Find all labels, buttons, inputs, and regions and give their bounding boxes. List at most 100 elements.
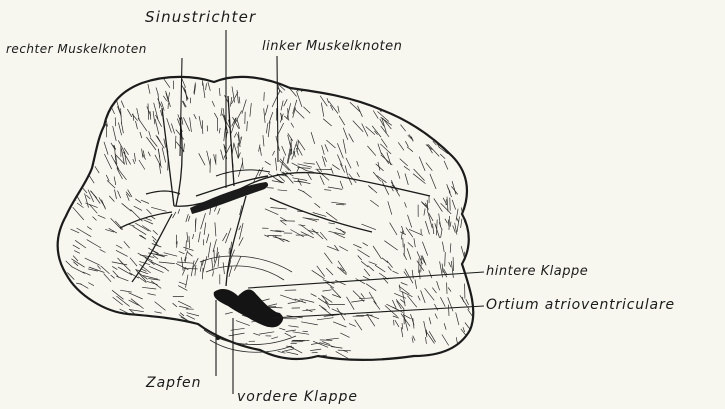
fibre-stroke	[428, 212, 432, 228]
fibre-stroke	[320, 176, 324, 185]
fibre-stroke	[207, 151, 211, 166]
fibre-stroke	[190, 118, 192, 132]
fibre-stroke	[441, 229, 443, 238]
label-linker-muskelknoten: linker Muskelknoten	[262, 40, 402, 53]
fibre-stroke	[427, 125, 436, 133]
fibre-stroke	[282, 349, 294, 352]
fibre-stroke	[377, 175, 387, 182]
fibre-stroke	[442, 242, 444, 252]
fibre-stroke	[186, 240, 187, 251]
fibre-stroke	[71, 259, 84, 267]
fibre-stroke	[91, 191, 100, 203]
fibre-stroke	[202, 120, 203, 134]
fibre-stroke	[378, 144, 382, 155]
fibre-stroke	[463, 327, 465, 332]
fibre-stroke	[204, 223, 206, 235]
fibre-stroke	[398, 142, 404, 150]
fibre-stroke	[155, 155, 162, 168]
fibre-stroke	[238, 162, 242, 177]
fibre-stroke	[351, 300, 365, 302]
fibre-stroke	[372, 126, 381, 137]
fibre-stroke	[362, 124, 368, 137]
fibre-stroke	[150, 111, 151, 119]
fibre-stroke	[294, 108, 304, 118]
fibre-stroke	[418, 296, 420, 301]
fibre-stroke	[79, 147, 89, 160]
muscle-fibre-hatching	[66, 77, 476, 375]
fibre-stroke	[312, 270, 325, 279]
fibre-stroke	[104, 274, 111, 282]
fibre-stroke	[349, 324, 356, 327]
fibre-stroke	[271, 337, 278, 339]
fibre-stroke	[225, 228, 231, 243]
fibre-stroke	[321, 103, 324, 117]
fibre-stroke	[437, 281, 440, 290]
fibre-stroke	[320, 96, 327, 107]
fibre-stroke	[259, 167, 263, 176]
fibre-stroke	[332, 165, 339, 170]
fibre-stroke	[140, 255, 154, 257]
fibre-stroke	[284, 99, 288, 106]
fibre-stroke	[87, 227, 92, 230]
fibre-stroke	[271, 208, 287, 210]
fibre-stroke	[363, 243, 368, 246]
fibre-stroke	[391, 182, 398, 191]
fibre-stroke	[115, 117, 116, 126]
fibre-stroke	[291, 123, 294, 128]
fibre-stroke	[239, 97, 240, 104]
fibre-stroke	[187, 313, 199, 316]
fibre-stroke	[405, 202, 407, 207]
fibre-stroke	[407, 147, 413, 152]
fibre-stroke	[176, 130, 184, 140]
fibre-stroke	[219, 88, 220, 96]
fibre-stroke	[186, 214, 189, 222]
fibre-stroke	[268, 304, 277, 306]
fibre-stroke	[88, 283, 94, 286]
fibre-stroke	[388, 266, 392, 270]
fibre-stroke	[434, 199, 443, 212]
fibre-stroke	[361, 293, 364, 297]
fibre-stroke	[331, 347, 343, 349]
fibre-stroke	[135, 317, 140, 320]
fibre-stroke	[370, 200, 379, 206]
fibre-stroke	[285, 333, 292, 337]
fibre-stroke	[322, 145, 325, 155]
fibre-stroke	[328, 187, 342, 189]
fibre-stroke	[158, 94, 160, 109]
fibre-stroke	[293, 100, 297, 114]
fibre-stroke	[86, 195, 90, 199]
fibre-stroke	[407, 248, 411, 259]
fibre-stroke	[402, 323, 403, 329]
fibre-stroke	[130, 258, 137, 266]
fibre-stroke	[401, 283, 408, 286]
fibre-stroke	[89, 145, 92, 153]
fibre-stroke	[272, 181, 284, 183]
fibre-stroke	[142, 287, 156, 289]
fibre-stroke	[76, 166, 81, 171]
fibre-stroke	[269, 112, 273, 124]
fibre-stroke	[265, 105, 268, 116]
fibre-stroke	[295, 83, 302, 92]
fibre-stroke	[382, 181, 389, 195]
fibre-stroke	[221, 150, 224, 160]
fibre-stroke	[456, 312, 459, 325]
fibre-stroke	[159, 262, 175, 264]
fibre-stroke	[358, 256, 362, 261]
fibre-stroke	[346, 158, 351, 169]
fibre-stroke	[139, 160, 145, 170]
fibre-stroke	[208, 82, 210, 91]
fibre-stroke	[199, 153, 205, 165]
fibre-stroke	[115, 190, 117, 200]
fibre-stroke	[153, 251, 159, 254]
fibre-stroke	[151, 207, 166, 211]
fibre-stroke	[375, 265, 385, 272]
fibre-stroke	[116, 245, 122, 248]
fibre-stroke	[453, 226, 456, 233]
fibre-stroke	[194, 114, 197, 119]
fibre-stroke	[182, 117, 183, 125]
fibre-stroke	[287, 103, 291, 119]
fibre-stroke	[417, 261, 424, 271]
valve-hinge-dot	[216, 336, 220, 340]
fibre-stroke	[112, 262, 127, 265]
atrioventricular-orifice	[214, 289, 283, 327]
